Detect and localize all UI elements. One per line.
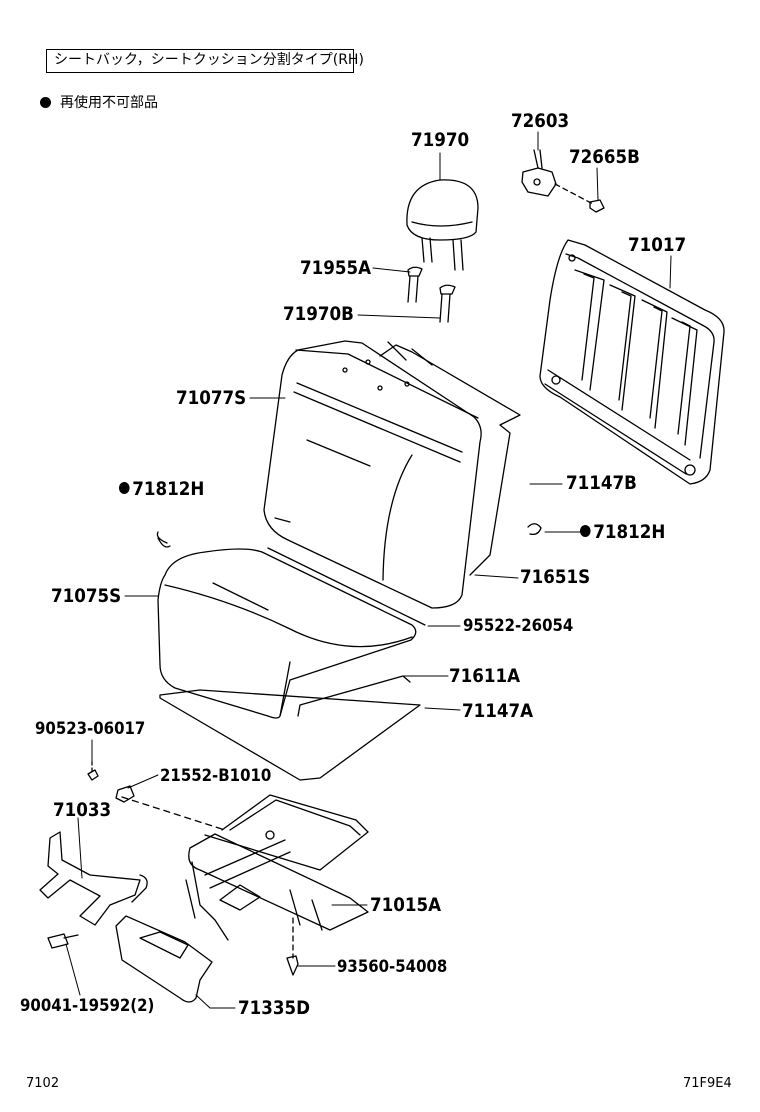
hog-ring-right <box>528 524 541 535</box>
label-90523-06017: 90523-06017 <box>35 719 146 739</box>
seatback-pad <box>380 342 520 575</box>
seatback-cover <box>264 341 481 608</box>
label-90041-19592: 90041-19592(2) <box>20 996 155 1016</box>
headrest-supports <box>408 267 455 322</box>
legend: 再使用不可部品 <box>40 92 158 112</box>
label-71015A: 71015A <box>370 894 442 916</box>
label-71077S: 71077S <box>176 387 247 409</box>
label-72603: 72603 <box>511 110 570 132</box>
label-71075S: 71075S <box>51 585 122 607</box>
label-71335D: 71335D <box>238 997 311 1019</box>
non-reusable-dot-icon <box>580 525 591 537</box>
label-71812H-left: 71812H <box>119 478 204 500</box>
clip-90523 <box>88 770 98 780</box>
non-reusable-dot-icon <box>40 97 51 108</box>
hog-ring-left <box>157 532 170 547</box>
label-71812H-right: 71812H <box>580 521 665 543</box>
label-71017: 71017 <box>628 234 687 256</box>
non-reusable-dot-icon <box>119 482 130 494</box>
label-71651S: 71651S <box>520 566 591 588</box>
release-lever-bracket <box>40 832 147 925</box>
legend-text: 再使用不可部品 <box>60 95 158 111</box>
label-71955A: 71955A <box>300 257 372 279</box>
nut-dash-line <box>555 184 593 204</box>
label-71970B: 71970B <box>283 303 354 325</box>
diagram-title: シートバック，シートクッション分割タイプ(RH) <box>46 49 364 73</box>
page-code-right: 71F9E4 <box>683 1076 732 1091</box>
label-21552-B1010: 21552-B1010 <box>160 766 272 786</box>
label-72665B: 72665B <box>569 146 640 168</box>
headrest-guide-clip <box>522 150 556 196</box>
dashed-line-21552 <box>122 797 225 830</box>
label-71147B: 71147B <box>566 472 637 494</box>
headrest <box>407 180 478 270</box>
page-code-left: 7102 <box>26 1076 60 1091</box>
label-95522-26054: 95522-26054 <box>463 616 574 636</box>
seat-cushion-frame <box>186 795 368 940</box>
leader-lines <box>66 132 671 1008</box>
nut <box>590 200 604 212</box>
bolt-90041 <box>48 934 78 948</box>
spring-line <box>268 548 425 625</box>
label-93560-54008: 93560-54008 <box>337 957 448 977</box>
seat-cushion-cover <box>158 549 416 718</box>
side-cover <box>116 916 212 1002</box>
label-71147A: 71147A <box>462 700 534 722</box>
bolt-93560 <box>287 956 298 975</box>
label-71033: 71033 <box>53 799 112 821</box>
seat-cushion-pad <box>298 676 410 716</box>
seat-cushion-sheet <box>160 690 420 780</box>
label-71611A: 71611A <box>449 665 521 687</box>
clip-21552 <box>116 786 134 802</box>
seatback-frame <box>540 240 724 484</box>
label-71970: 71970 <box>411 129 470 151</box>
